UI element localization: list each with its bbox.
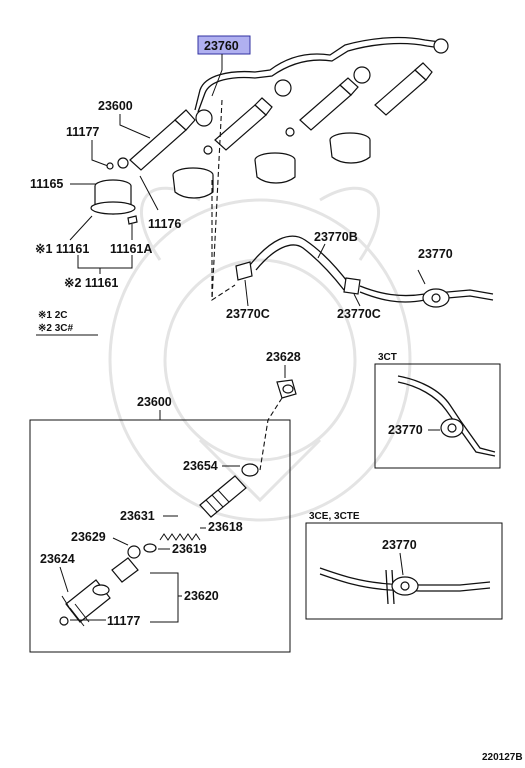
note-1: ※1 2C: [38, 310, 68, 321]
label-11177-top[interactable]: 11177: [66, 125, 99, 139]
nozzle-holders: [172, 132, 371, 199]
label-23620[interactable]: 23620: [184, 589, 219, 603]
label-11161a[interactable]: 11161A: [110, 242, 152, 256]
label-23770c-left[interactable]: 23770C: [226, 307, 270, 321]
label-23618[interactable]: 23618: [208, 520, 243, 534]
label-23600-box[interactable]: 23600: [137, 395, 172, 409]
box-23600: [29, 419, 291, 653]
label-23760[interactable]: 23760: [204, 39, 239, 53]
label-23770[interactable]: 23770: [418, 247, 453, 261]
label-11161-2[interactable]: ※2 11161: [64, 276, 118, 290]
label-23600-top[interactable]: 23600: [98, 99, 133, 113]
label-11161[interactable]: ※1 11161: [35, 242, 89, 256]
note-2: ※2 3C#: [38, 323, 74, 334]
inset1-label[interactable]: 23770: [388, 423, 423, 437]
inset2-label[interactable]: 23770: [382, 538, 417, 552]
label-23770c-right[interactable]: 23770C: [337, 307, 381, 321]
label-23770b[interactable]: 23770B: [314, 230, 358, 244]
label-23628[interactable]: 23628: [266, 350, 301, 364]
label-23619[interactable]: 23619: [172, 542, 207, 556]
label-23654[interactable]: 23654: [183, 459, 218, 473]
inset2-title: 3CE, 3CTE: [309, 511, 360, 522]
label-11165[interactable]: 11165: [30, 177, 63, 191]
injector-nozzles: [129, 62, 433, 171]
inset-3ct: [374, 363, 501, 469]
highlight-23760: [197, 35, 251, 55]
diagram-id: 220127B: [482, 752, 523, 763]
label-23624[interactable]: 23624: [40, 552, 75, 566]
inset-3ce-3cte: [305, 522, 503, 620]
label-23631[interactable]: 23631: [120, 509, 155, 523]
label-11177-bot[interactable]: 11177: [107, 614, 140, 628]
watermark-emblem: [108, 186, 412, 522]
inset1-title: 3CT: [378, 352, 397, 363]
label-11176[interactable]: 11176: [148, 217, 181, 231]
label-23629[interactable]: 23629: [71, 530, 106, 544]
